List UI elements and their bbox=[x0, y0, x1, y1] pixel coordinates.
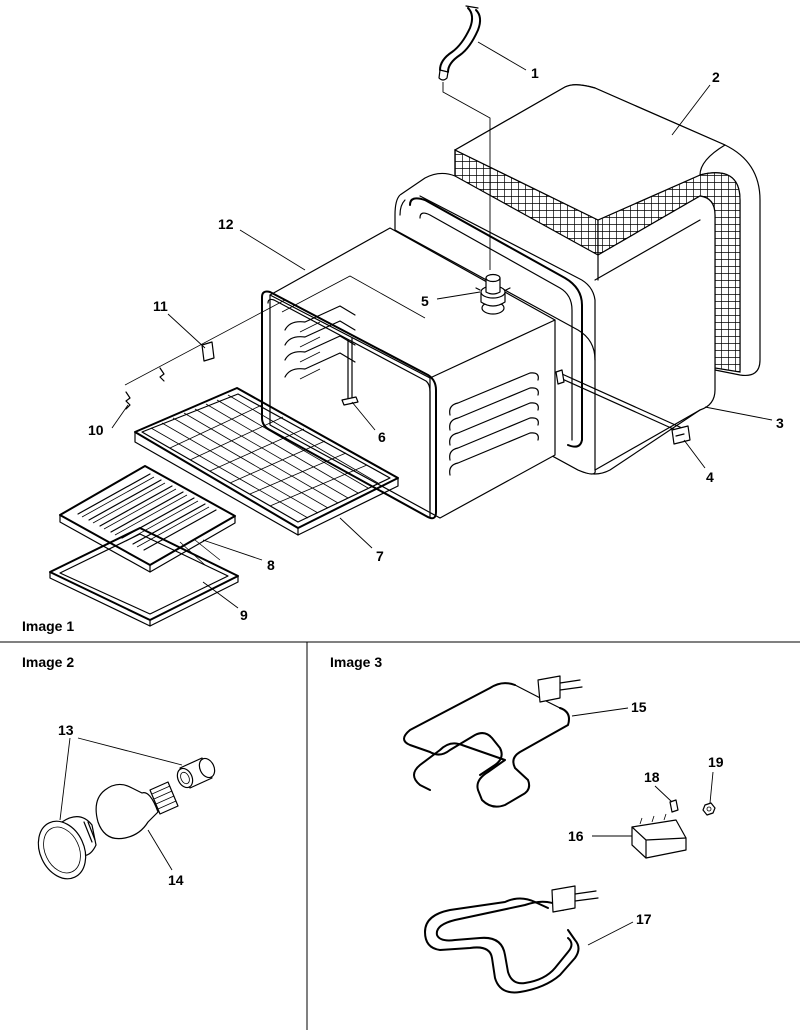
callout-16: 16 bbox=[568, 828, 584, 844]
callout-leaders-image-1 bbox=[111, 41, 773, 609]
light-receptacle bbox=[475, 273, 511, 315]
callout-8: 8 bbox=[267, 557, 275, 573]
callout-14: 14 bbox=[168, 872, 184, 888]
callout-7: 7 bbox=[376, 548, 384, 564]
callout-leader-17 bbox=[587, 921, 634, 946]
light-lens-cover bbox=[37, 816, 97, 880]
panel-image-2: Image 2 13 14 bbox=[22, 654, 216, 888]
terminal-clip bbox=[669, 799, 679, 813]
callout-leader-13b bbox=[77, 737, 183, 766]
terminal-block bbox=[631, 813, 687, 859]
broil-pan-grid bbox=[59, 465, 236, 573]
rod-and-bracket bbox=[555, 369, 691, 445]
broil-pan bbox=[49, 527, 239, 627]
panel-image-1: 1 2 3 4 5 6 7 8 9 10 11 12 Image 1 bbox=[22, 5, 784, 634]
panel-label-image-2: Image 2 bbox=[22, 654, 74, 670]
panel-label-image-1: Image 1 bbox=[22, 618, 74, 634]
callout-12: 12 bbox=[218, 216, 234, 232]
callout-15: 15 bbox=[631, 699, 647, 715]
panel-image-3: Image 3 bbox=[330, 654, 724, 994]
callout-19: 19 bbox=[708, 754, 724, 770]
hex-nut bbox=[702, 802, 716, 816]
callout-9: 9 bbox=[240, 607, 248, 623]
insulation-blanket bbox=[454, 84, 761, 377]
light-socket-wire bbox=[438, 5, 491, 270]
oven-rack bbox=[134, 387, 399, 536]
callout-18: 18 bbox=[644, 769, 660, 785]
panel-label-image-3: Image 3 bbox=[330, 654, 382, 670]
rack-guides bbox=[284, 305, 356, 380]
callout-2: 2 bbox=[712, 69, 720, 85]
callout-leader-15 bbox=[571, 707, 629, 717]
callout-13: 13 bbox=[58, 722, 74, 738]
bake-element bbox=[424, 885, 599, 994]
light-bulb bbox=[95, 781, 179, 840]
callout-6: 6 bbox=[378, 429, 386, 445]
callout-leader-19 bbox=[709, 771, 714, 804]
callout-leader-18 bbox=[654, 785, 673, 803]
callout-1: 1 bbox=[531, 65, 539, 81]
callout-17: 17 bbox=[636, 911, 652, 927]
callout-10: 10 bbox=[88, 422, 104, 438]
callout-11: 11 bbox=[153, 298, 168, 314]
callout-leader-13a bbox=[59, 737, 71, 821]
light-sleeve bbox=[176, 757, 216, 789]
clip-and-spring bbox=[124, 299, 286, 410]
callout-5: 5 bbox=[421, 293, 429, 309]
broil-element bbox=[403, 675, 583, 808]
callout-4: 4 bbox=[706, 469, 714, 485]
side-vents bbox=[449, 372, 539, 476]
oven-sensor bbox=[341, 337, 359, 406]
callout-3: 3 bbox=[776, 415, 784, 431]
callout-leader-14 bbox=[147, 829, 173, 871]
